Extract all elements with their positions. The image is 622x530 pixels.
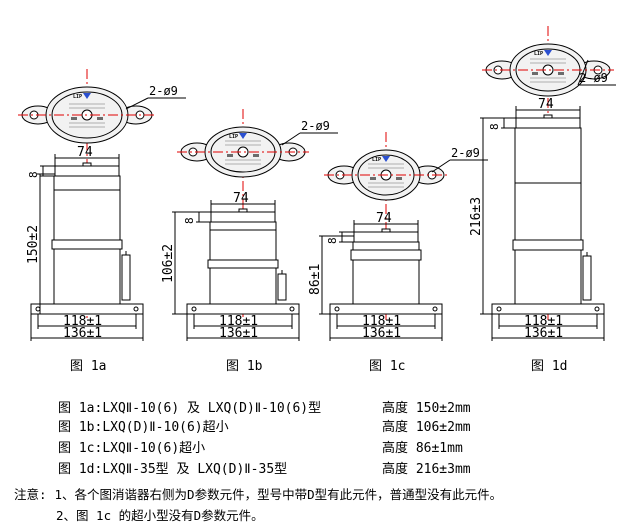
top-cap [210,211,276,223]
figure-caption: 图 1d [531,359,567,374]
base-plate [491,303,605,315]
height-label: 150±2 [26,225,41,264]
top-width-label: 74 [376,211,392,226]
logo-mark-icon [239,133,247,139]
base-inner-label: 118±1 [362,314,401,329]
flange-top-view: LIP [482,43,614,97]
hole-leader [431,159,451,173]
top-width-label: 74 [538,97,554,112]
nameplate-mark [253,154,259,157]
d-parameter-component [277,273,287,301]
base-outer-label: 136±1 [362,326,401,341]
hole-dim-label: 2-ø9 [451,146,480,160]
hole-dim-label: 2-ø9 [301,119,330,133]
flange-top-view: LIP [324,149,448,201]
base-inner-label: 118±1 [524,314,563,329]
cap-dim-label: 8 [326,237,339,244]
nameplate-mark [97,117,103,120]
body-collar [207,259,279,269]
top-width-label: 74 [77,145,93,160]
base-inner-label: 118±1 [219,314,258,329]
top-terminal [82,162,92,167]
hole-leader [577,59,589,86]
top-terminal [381,228,391,233]
base-hole [191,306,197,312]
top-width-label: 74 [233,191,249,206]
base-hole [133,306,139,312]
base-hole [432,306,438,312]
figure-caption: 图 1a [70,359,106,374]
body-collar [350,249,422,261]
top-cap [515,117,581,129]
hole-dim-label: 2-ø9 [579,71,608,85]
height-label: 216±3 [469,197,484,236]
logo-mark-icon [544,50,552,56]
base-plate [30,303,144,315]
base-inner-label: 118±1 [63,314,102,329]
cap-dim-label: 8 [488,123,501,130]
figure-caption: 图 1b [226,359,263,374]
body-collar [51,239,123,250]
cap-dim-label: 8 [183,217,196,224]
flange-top-view: LIP [177,126,309,178]
height-label: 106±2 [161,244,176,283]
hole-leader [125,97,149,110]
logo-mark-icon [83,93,91,99]
hole-dim-label: 2-ø9 [149,84,178,98]
top-terminal [238,208,248,213]
flange-top-view: LIP [18,86,156,144]
d-parameter-component [121,254,131,301]
nameplate-mark [71,117,77,120]
base-plate [186,303,300,315]
base-outer-label: 136±1 [219,326,258,341]
height-label: 86±1 [308,264,323,295]
base-outer-label: 136±1 [524,326,563,341]
base-hole [496,306,502,312]
top-cap [54,165,120,177]
base-hole [594,306,600,312]
nameplate-mark [558,72,564,75]
flange-logo: LIP [372,157,381,163]
nameplate-mark [396,177,402,180]
top-cap [353,231,419,243]
body-collar [512,239,584,251]
hole-leader [281,132,301,146]
base-hole [334,306,340,312]
base-hole [289,306,295,312]
flange-logo: LIP [534,51,543,57]
base-outer-label: 136±1 [63,326,102,341]
base-plate [329,303,443,315]
top-terminal [543,114,553,119]
flange-logo: LIP [73,94,82,100]
insulator-body [514,127,582,305]
figure-caption: 图 1c [369,359,405,374]
flange-logo: LIP [229,134,238,140]
nameplate-mark [532,72,538,75]
nameplate-mark [227,154,233,157]
base-hole [35,306,41,312]
d-parameter-component [582,255,592,301]
cap-dim-label: 8 [27,171,40,178]
logo-mark-icon [382,156,390,162]
nameplate-mark [370,177,376,180]
